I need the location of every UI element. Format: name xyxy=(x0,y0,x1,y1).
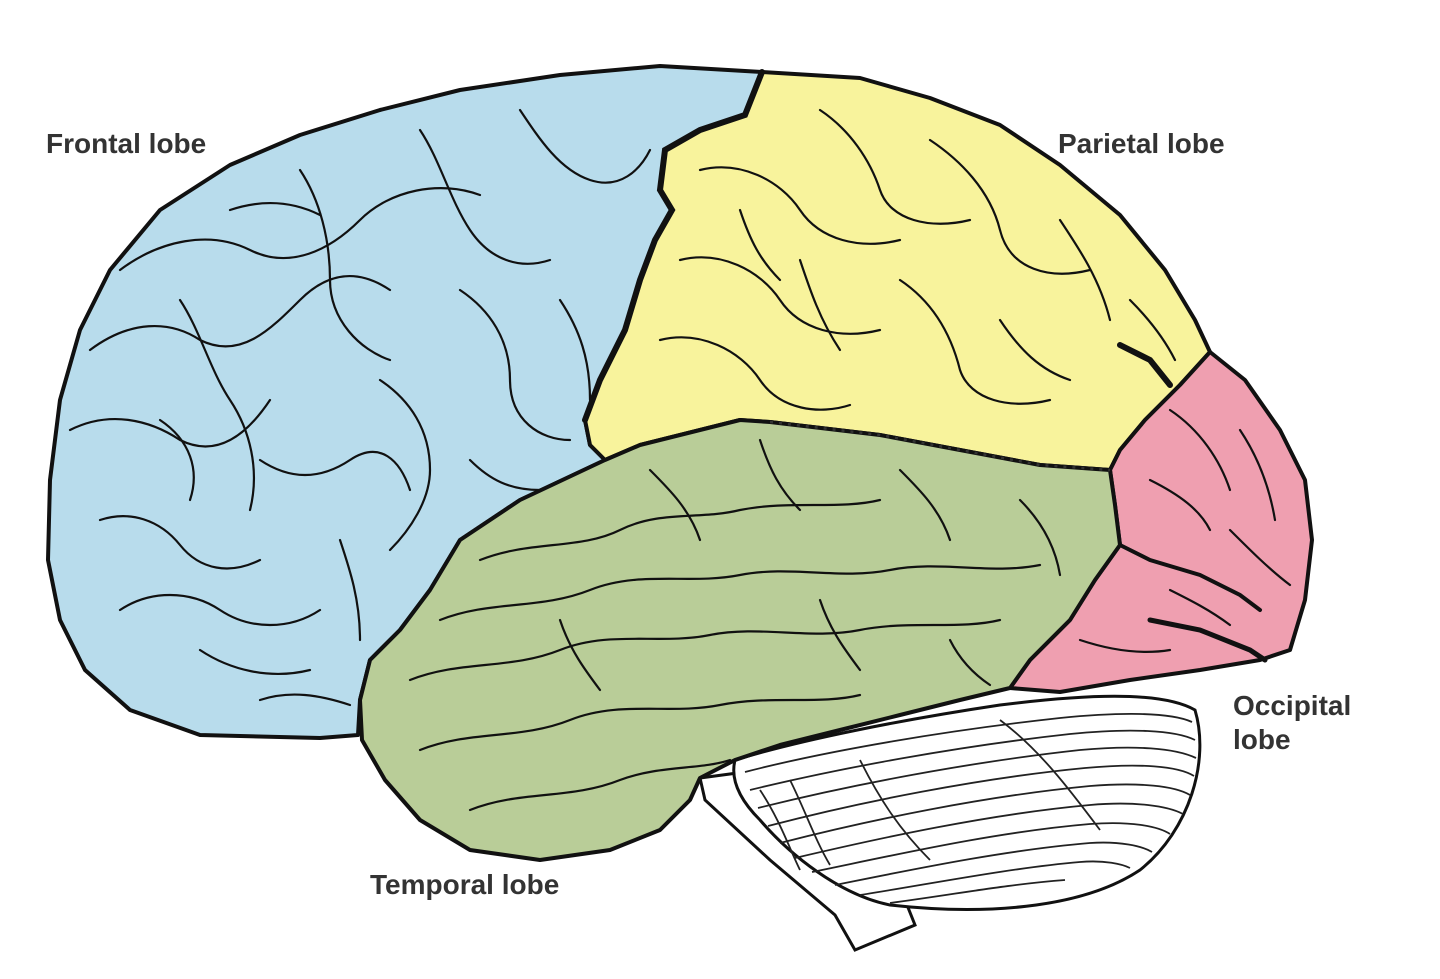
lunate-sulcus xyxy=(1118,543,1262,612)
occipital-lobe-label: Occipital lobe xyxy=(1233,689,1351,757)
central-sulcus xyxy=(582,69,765,423)
calcarine-sulcus xyxy=(1147,617,1268,663)
parietal-lobe-label: Parietal lobe xyxy=(1058,128,1225,159)
parietal-gyri xyxy=(658,108,1177,411)
temporal-gyri xyxy=(408,438,1062,812)
temporal-lobe xyxy=(358,418,1122,862)
cerebellum-folia xyxy=(744,713,1197,904)
frontal-gyri xyxy=(68,108,652,707)
occipital-label-line1: Occipital xyxy=(1233,690,1352,721)
cerebellum xyxy=(732,694,1202,911)
occipital-label-line2: lobe xyxy=(1233,724,1291,755)
parietal-temporal-boundary xyxy=(769,420,1111,472)
occipital-gyri xyxy=(1078,408,1292,654)
parieto-occipital-sulcus xyxy=(1117,342,1173,388)
frontal-lobe-label: Frontal lobe xyxy=(46,128,207,159)
temporal-lobe-label: Temporal lobe xyxy=(370,869,560,900)
occipital-lobe xyxy=(1008,350,1314,694)
